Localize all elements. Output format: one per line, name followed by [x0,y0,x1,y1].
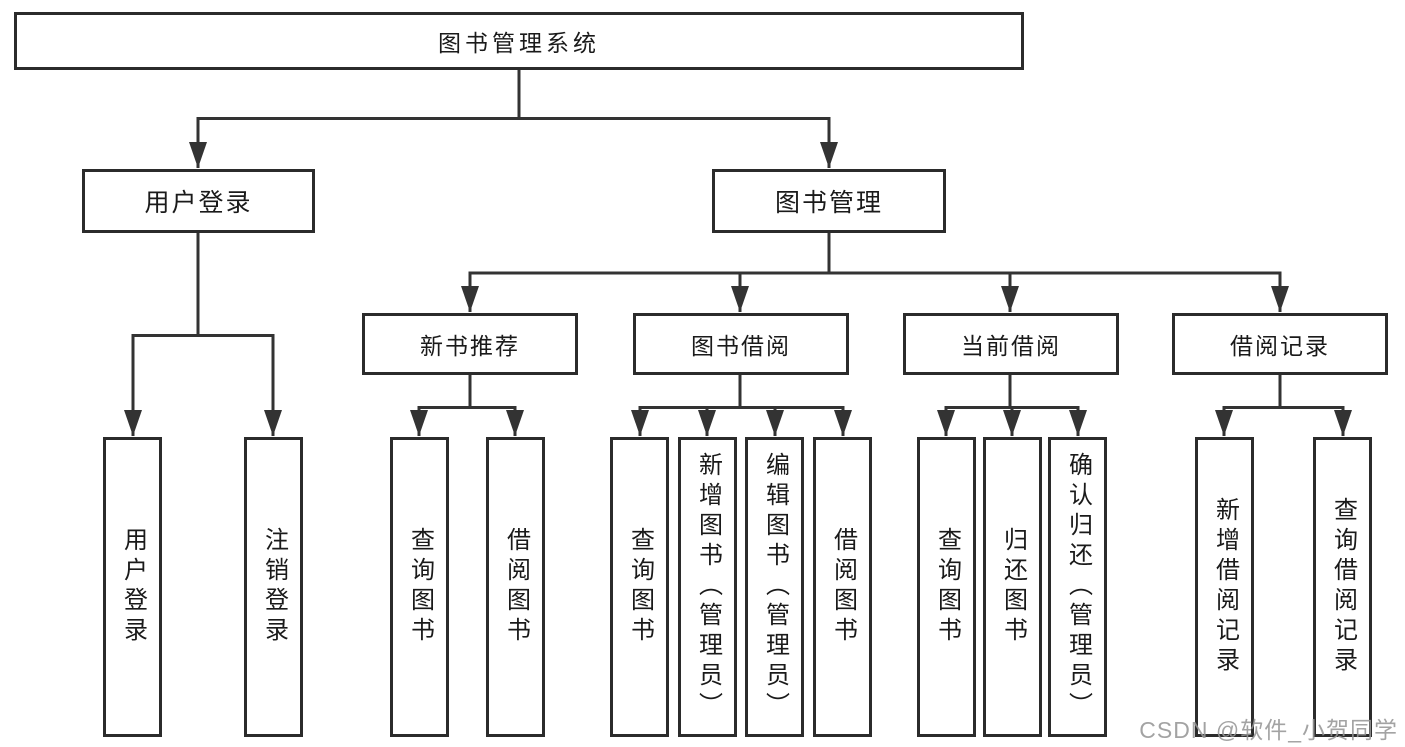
node-label: 借阅记录 [1230,333,1330,359]
leaf-borrowing-edit-books-admin: 编辑图书（管理员） [745,437,804,737]
leaf-current-query-books: 查询图书 [917,437,976,737]
node-current-borrowing: 当前借阅 [903,313,1119,375]
leaf-records-add-record: 新增借阅记录 [1195,437,1254,737]
node-label: 新书推荐 [420,333,520,359]
leaf-current-confirm-return-admin: 确认归还（管理员） [1048,437,1107,737]
node-label: 注销登录 [260,527,288,647]
leaf-newbooks-query-books: 查询图书 [390,437,449,737]
leaf-logout: 注销登录 [244,437,303,737]
node-label: 查询借阅记录 [1329,497,1357,677]
leaf-borrowing-borrow-books: 借阅图书 [813,437,872,737]
node-label: 图书借阅 [691,333,791,359]
node-root-system: 图书管理系统 [14,12,1024,70]
leaf-borrowing-query-books: 查询图书 [610,437,669,737]
node-label: 借阅图书 [502,527,530,647]
leaf-newbooks-borrow-books: 借阅图书 [486,437,545,737]
node-label: 查询图书 [933,527,961,647]
node-new-book-recommendation: 新书推荐 [362,313,578,375]
node-book-borrowing: 图书借阅 [633,313,849,375]
node-label: 查询图书 [626,527,654,647]
node-label: 当前借阅 [961,333,1061,359]
node-label: 查询图书 [406,527,434,647]
node-book-management-branch: 图书管理 [712,169,946,233]
leaf-user-login: 用户登录 [103,437,162,737]
node-borrowing-records: 借阅记录 [1172,313,1388,375]
leaf-current-return-books: 归还图书 [983,437,1042,737]
node-label: 编辑图书（管理员） [761,452,789,722]
node-label: 用户登录 [144,189,253,217]
node-label: 图书管理 [774,189,883,217]
node-label: 借阅图书 [829,527,857,647]
leaf-borrowing-add-books-admin: 新增图书（管理员） [678,437,737,737]
node-label: 新增图书（管理员） [694,452,722,722]
node-label: 归还图书 [999,527,1027,647]
node-label: 图书管理系统 [438,30,600,56]
csdn-watermark: CSDN @软件_小贺同学 [1139,717,1398,743]
node-user-login-branch: 用户登录 [82,169,315,233]
node-label: 用户登录 [119,527,147,647]
leaf-records-query-record: 查询借阅记录 [1313,437,1372,737]
node-label: 新增借阅记录 [1211,497,1239,677]
node-label: 确认归还（管理员） [1064,452,1092,722]
